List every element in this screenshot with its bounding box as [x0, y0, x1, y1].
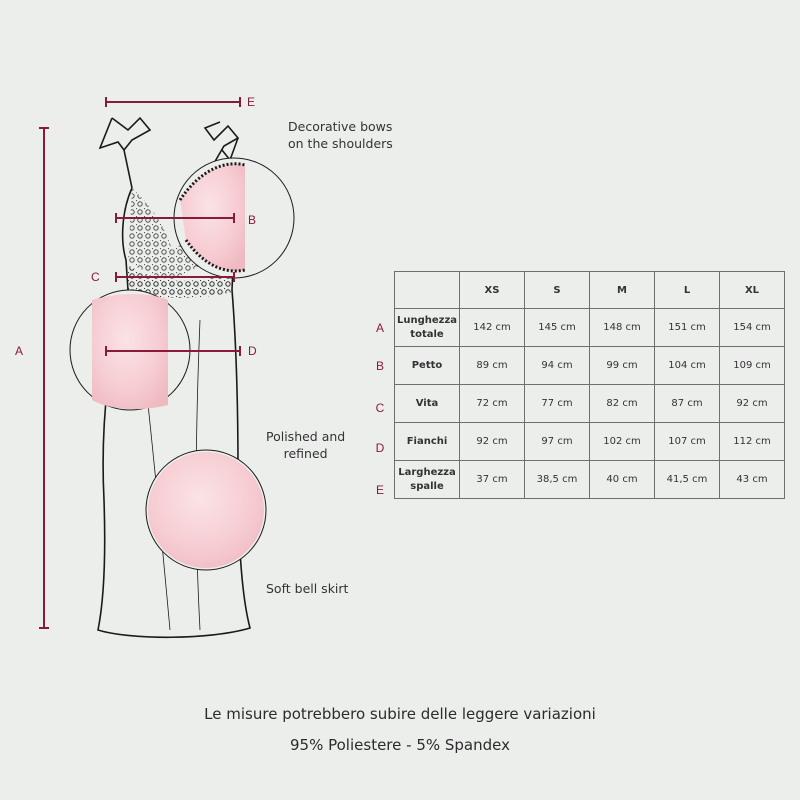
table-cell: 89 cm [459, 346, 525, 385]
table-row: Vita 72 cm 77 cm 82 cm 87 cm 92 cm [394, 384, 785, 423]
table-cell: 151 cm [654, 308, 720, 347]
table-cell: 112 cm [719, 422, 785, 461]
table-cell: 92 cm [459, 422, 525, 461]
note-bows: Decorative bows on the shoulders [288, 118, 393, 152]
table-cell: 41,5 cm [654, 460, 720, 499]
note-polished: Polished and refined [266, 428, 345, 462]
row-letter-b: B [375, 359, 384, 373]
row-label-petto: Petto [394, 346, 460, 385]
table-cell: 148 cm [589, 308, 655, 347]
row-label-line1: Larghezza [398, 466, 456, 478]
table-cell: 77 cm [524, 384, 590, 423]
table-cell: 43 cm [719, 460, 785, 499]
table-cell: 40 cm [589, 460, 655, 499]
measure-label-d: D [248, 344, 257, 358]
size-table-header-row: XS S M L XL [394, 271, 785, 309]
measure-label-e: E [247, 95, 256, 109]
table-cell: 82 cm [589, 384, 655, 423]
row-letter-c: C [375, 401, 385, 415]
table-row: Fianchi 92 cm 97 cm 102 cm 107 cm 112 cm [394, 422, 785, 461]
table-cell: 99 cm [589, 346, 655, 385]
table-cell: 102 cm [589, 422, 655, 461]
note-bows-line2: on the shoulders [288, 136, 393, 151]
table-row: Lunghezza totale 142 cm 145 cm 148 cm 151… [394, 308, 785, 347]
table-cell: 94 cm [524, 346, 590, 385]
note-bows-line1: Decorative bows [288, 119, 393, 134]
table-cell: 109 cm [719, 346, 785, 385]
row-label-lunghezza: Lunghezza totale [394, 308, 460, 347]
table-cell: 145 cm [524, 308, 590, 347]
row-label-line2: spalle [410, 480, 444, 492]
table-cell: 92 cm [719, 384, 785, 423]
row-label-larghezza: Larghezza spalle [394, 460, 460, 499]
table-cell: 154 cm [719, 308, 785, 347]
size-table: XS S M L XL Lunghezza totale 142 cm 145 c… [394, 271, 785, 499]
skirt-detail-icon [145, 449, 267, 571]
lace-waist [128, 265, 232, 298]
table-cell: 87 cm [654, 384, 720, 423]
note-polished-line2: refined [283, 446, 328, 461]
row-label-fianchi: Fianchi [394, 422, 460, 461]
row-label-line2: totale [410, 328, 444, 340]
table-row: Petto 89 cm 94 cm 99 cm 104 cm 109 cm [394, 346, 785, 385]
row-letter-a: A [375, 321, 384, 335]
size-header-s: S [524, 271, 590, 309]
table-cell: 104 cm [654, 346, 720, 385]
table-cell: 142 cm [459, 308, 525, 347]
measure-label-a: A [15, 344, 24, 358]
table-cell: 37 cm [459, 460, 525, 499]
size-header-l: L [654, 271, 720, 309]
row-label-line1: Lunghezza [396, 314, 458, 326]
row-letter-e: E [375, 483, 384, 497]
table-cell: 72 cm [459, 384, 525, 423]
table-row: Larghezza spalle 37 cm 38,5 cm 40 cm 41,5… [394, 460, 785, 499]
measure-lines [39, 97, 241, 629]
note-polished-line1: Polished and [266, 429, 346, 444]
measure-label-c: C [91, 270, 100, 284]
row-label-vita: Vita [394, 384, 460, 423]
footer-composition: 95% Poliestere - 5% Spandex [290, 736, 510, 754]
footer-disclaimer: Le misure potrebbero subire delle legger… [204, 705, 596, 723]
row-letter-d: D [375, 441, 385, 455]
size-header-xs: XS [459, 271, 525, 309]
table-cell: 38,5 cm [524, 460, 590, 499]
size-table-corner [394, 271, 460, 309]
size-header-xl: XL [719, 271, 785, 309]
table-cell: 107 cm [654, 422, 720, 461]
size-header-m: M [589, 271, 655, 309]
measure-label-b: B [248, 213, 257, 227]
note-skirt: Soft bell skirt [266, 581, 349, 596]
table-cell: 97 cm [524, 422, 590, 461]
